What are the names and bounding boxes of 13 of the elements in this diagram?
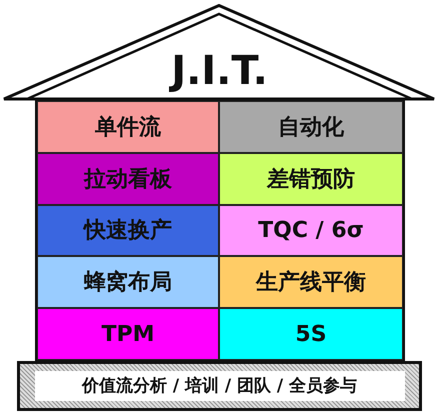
- foundation-base: [17, 361, 422, 411]
- practice-box: TPM: [37, 308, 219, 360]
- practice-box: 快速换产: [37, 204, 219, 256]
- roof-title: J.I.T.: [168, 48, 269, 94]
- practice-box: 单件流: [37, 101, 219, 153]
- practice-box: 差错预防: [219, 152, 403, 205]
- practice-box: 自动化: [219, 101, 403, 153]
- foundation-label: 价值流分析 / 培训 / 团队 / 全员参与: [34, 371, 404, 401]
- practice-box: 拉动看板: [37, 152, 219, 205]
- practice-box: 蜂窝布局: [37, 256, 219, 308]
- practice-box: TQC / 6σ: [219, 204, 403, 256]
- practice-box: 5S: [219, 308, 403, 360]
- practice-box: 生产线平衡: [219, 256, 403, 308]
